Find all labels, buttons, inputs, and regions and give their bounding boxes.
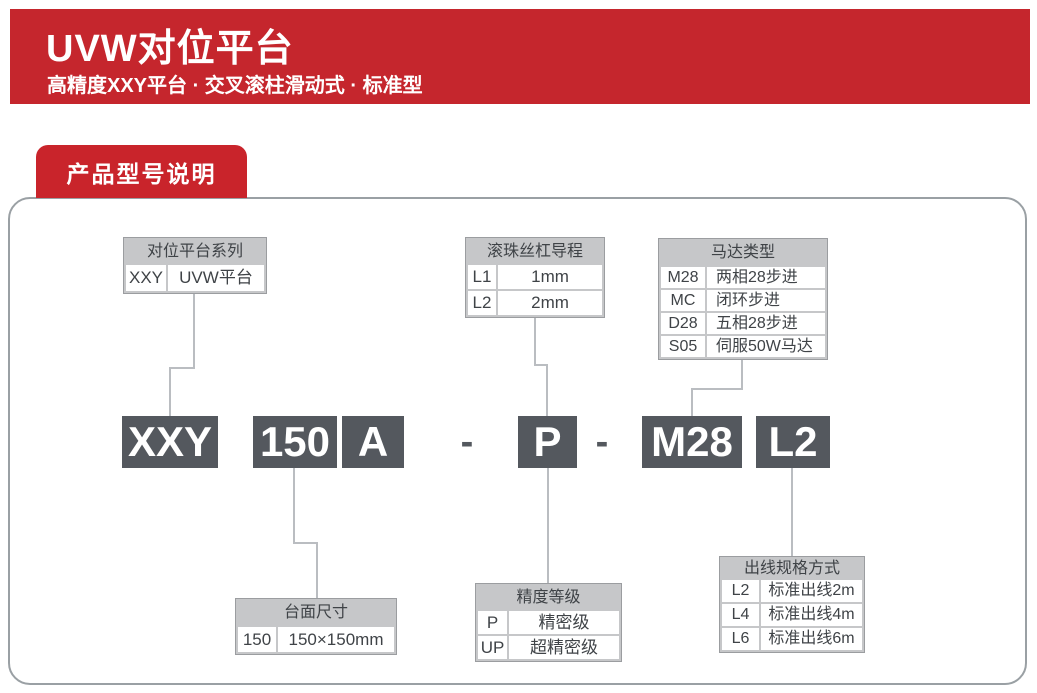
desc-cell: 标准出线4m (761, 604, 862, 626)
table-row: L2 标准出线2m (722, 580, 862, 602)
table-cable-spec: 出线规格方式 L2 标准出线2m L4 标准出线4m L6 标准出线6m (719, 556, 865, 653)
table-row: D28 五相28步进 (661, 313, 825, 334)
table-motor-type: 马达类型 M28 两相28步进 MC 闭环步进 D28 五相28步进 S05 伺… (658, 238, 828, 360)
connector-line (547, 468, 549, 583)
code-cell: UP (478, 636, 507, 659)
page-title: UVW对位平台 (46, 28, 294, 70)
table-title: 滚珠丝杠导程 (468, 240, 602, 263)
code-cell: P (478, 611, 507, 634)
table-row: P 精密级 (478, 611, 619, 634)
code-cell: MC (661, 290, 705, 311)
table-row: UP 超精密级 (478, 636, 619, 659)
model-segment-variant: A (342, 416, 404, 468)
connector-line (534, 318, 536, 366)
model-separator: - (595, 420, 609, 463)
connector-line (169, 367, 171, 416)
connector-line (546, 364, 548, 416)
table-row: 150 150×150mm (238, 627, 394, 652)
connector-line (791, 468, 793, 556)
model-segment-series: XXY (122, 416, 218, 468)
desc-cell: 两相28步进 (707, 267, 825, 288)
table-row: L2 2mm (468, 291, 602, 315)
table-table-size: 台面尺寸 150 150×150mm (235, 598, 397, 655)
desc-cell: 精密级 (509, 611, 619, 634)
desc-cell: 标准出线2m (761, 580, 862, 602)
table-row: MC 闭环步进 (661, 290, 825, 311)
code-cell: L2 (722, 580, 759, 602)
connector-line (193, 293, 195, 369)
connector-line (293, 468, 295, 544)
section-tab-label: 产品型号说明 (66, 160, 217, 187)
code-cell: L6 (722, 628, 759, 650)
code-cell: S05 (661, 336, 705, 357)
desc-cell: 五相28步进 (707, 313, 825, 334)
connector-line (316, 542, 318, 598)
table-screw-lead: 滚珠丝杠导程 L1 1mm L2 2mm (465, 237, 605, 318)
code-cell: XXY (126, 265, 166, 291)
model-segment-motor: M28 (642, 416, 742, 468)
table-row: XXY UVW平台 (126, 265, 264, 291)
table-title: 对位平台系列 (126, 240, 264, 263)
table-precision-grade: 精度等级 P 精密级 UP 超精密级 (475, 583, 622, 662)
code-cell: L2 (468, 291, 496, 315)
model-separator: - (460, 420, 474, 463)
desc-cell: 超精密级 (509, 636, 619, 659)
desc-cell: UVW平台 (168, 265, 264, 291)
table-title: 精度等级 (478, 586, 619, 609)
table-title: 马达类型 (661, 241, 825, 265)
table-title: 台面尺寸 (238, 601, 394, 625)
code-cell: 150 (238, 627, 276, 652)
table-title: 出线规格方式 (722, 559, 862, 578)
connector-line (741, 360, 743, 390)
desc-cell: 1mm (498, 265, 602, 289)
desc-cell: 150×150mm (278, 627, 394, 652)
connector-line (169, 367, 195, 369)
connector-line (293, 542, 318, 544)
code-cell: D28 (661, 313, 705, 334)
connector-line (534, 364, 548, 366)
connector-line (691, 388, 743, 390)
model-segment-lead: L2 (756, 416, 830, 468)
code-cell: L1 (468, 265, 496, 289)
table-row: L6 标准出线6m (722, 628, 862, 650)
table-row: L4 标准出线4m (722, 604, 862, 626)
model-segment-size: 150 (253, 416, 337, 468)
desc-cell: 伺服50W马达 (707, 336, 825, 357)
section-tab: 产品型号说明 (36, 145, 247, 198)
desc-cell: 闭环步进 (707, 290, 825, 311)
model-segment-precision: P (518, 416, 577, 468)
code-cell: L4 (722, 604, 759, 626)
page-banner: UVW对位平台 高精度XXY平台 · 交叉滚柱滑动式 · 标准型 (10, 9, 1030, 104)
table-platform-series: 对位平台系列 XXY UVW平台 (123, 237, 267, 294)
table-row: L1 1mm (468, 265, 602, 289)
page-subtitle: 高精度XXY平台 · 交叉滚柱滑动式 · 标准型 (47, 75, 423, 97)
code-cell: M28 (661, 267, 705, 288)
table-row: M28 两相28步进 (661, 267, 825, 288)
table-row: S05 伺服50W马达 (661, 336, 825, 357)
connector-line (691, 388, 693, 416)
desc-cell: 2mm (498, 291, 602, 315)
desc-cell: 标准出线6m (761, 628, 862, 650)
